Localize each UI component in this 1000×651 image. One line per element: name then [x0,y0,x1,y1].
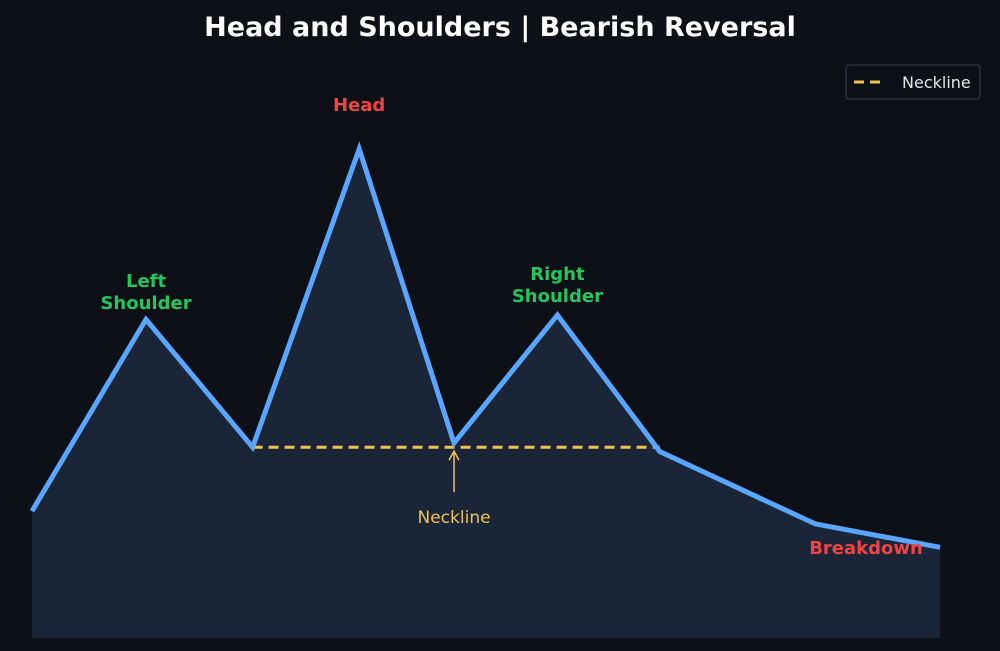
neckline-annotation-label: Neckline [418,508,491,528]
neckline-arrow [448,449,460,493]
chart-title: Head and Shoulders | Bearish Reversal [204,12,796,43]
legend-neckline-label: Neckline [902,73,971,92]
neckline-arrow-head [448,449,460,461]
price-area-fill [32,149,940,638]
breakdown-label: Breakdown [809,538,923,559]
legend-box [845,64,981,100]
head-label: Head [333,95,385,116]
price-series-line [29,141,941,550]
chart-legend: Neckline [845,64,981,100]
